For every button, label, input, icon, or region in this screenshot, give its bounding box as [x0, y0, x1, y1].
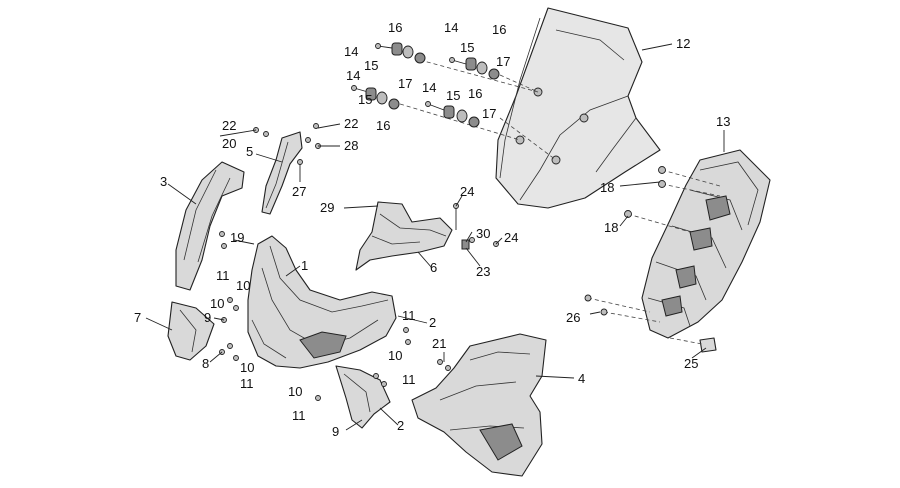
part-5-inner-bracket — [261, 131, 303, 215]
callout-14: 14 — [346, 68, 360, 83]
part-7-lower-spoiler — [167, 301, 215, 361]
part-13-assembly-lines — [587, 169, 721, 323]
part-4-right-side-panel — [411, 333, 547, 477]
callout-2: 2 — [429, 315, 436, 330]
callout-13: 13 — [716, 114, 730, 129]
callout-20: 20 — [222, 136, 236, 151]
callout-16: 16 — [388, 20, 402, 35]
callout-10: 10 — [288, 384, 302, 399]
callout-30: 30 — [476, 226, 490, 241]
callout-22: 22 — [344, 116, 358, 131]
windscreen-hole-icon — [579, 113, 589, 123]
callout-29: 29 — [320, 200, 334, 215]
callout-4: 4 — [578, 371, 585, 386]
callout-5: 5 — [246, 144, 253, 159]
callout-9: 9 — [332, 424, 339, 439]
callout-14: 14 — [422, 80, 436, 95]
callout-12: 12 — [676, 36, 690, 51]
callout-18: 18 — [600, 180, 614, 195]
callout-10: 10 — [236, 278, 250, 293]
hardware-26-screws — [584, 294, 608, 316]
callout-11: 11 — [402, 372, 416, 387]
windscreen-screw-set-lower-left — [351, 85, 400, 110]
callout-26: 26 — [566, 310, 580, 325]
part-13-support-bracket — [641, 149, 771, 339]
callout-14: 14 — [444, 20, 458, 35]
windscreen-screw-set-upper-left — [375, 42, 426, 64]
callout-2: 2 — [397, 418, 404, 433]
callout-16: 16 — [468, 86, 482, 101]
windscreen-assembly-lines — [399, 59, 557, 161]
part-12-windscreen — [495, 7, 661, 209]
callout-15: 15 — [364, 58, 378, 73]
windscreen-hole-icon — [515, 135, 525, 145]
callout-17: 17 — [482, 106, 496, 121]
callout-24: 24 — [504, 230, 518, 245]
callout-15: 15 — [446, 88, 460, 103]
callout-17: 17 — [496, 54, 510, 69]
windscreen-screw-set-lower-right — [425, 101, 480, 128]
leader-lines — [145, 43, 725, 431]
hardware-25-clip — [669, 337, 717, 353]
callout-7: 7 — [134, 310, 141, 325]
hardware-18-nuts — [624, 166, 666, 218]
callout-11: 11 — [240, 376, 254, 391]
callout-17: 17 — [398, 76, 412, 91]
part-1-front-fairing — [247, 235, 397, 369]
windscreen-screw-set-upper-right — [449, 57, 500, 80]
callout-3: 3 — [160, 174, 167, 189]
part-2-lower-center-fairing — [335, 365, 391, 429]
callout-8: 8 — [202, 356, 209, 371]
callout-21: 21 — [432, 336, 446, 351]
callout-16: 16 — [376, 118, 390, 133]
callout-14: 14 — [344, 44, 358, 59]
callout-10: 10 — [240, 360, 254, 375]
callout-11: 11 — [402, 308, 416, 323]
callout-16: 16 — [492, 22, 506, 37]
windscreen-hole-icon — [551, 155, 561, 165]
callout-11: 11 — [216, 268, 230, 283]
small-fastener-hardware — [219, 231, 451, 401]
callout-24: 24 — [460, 184, 474, 199]
callout-28: 28 — [344, 138, 358, 153]
callout-11: 11 — [292, 408, 306, 423]
callout-10: 10 — [210, 296, 224, 311]
callout-27: 27 — [292, 184, 306, 199]
part-3-left-side-panel — [175, 161, 245, 291]
callout-19: 19 — [230, 230, 244, 245]
callout-10: 10 — [388, 348, 402, 363]
callout-1: 1 — [301, 258, 308, 273]
part-6-upper-inner-panel — [355, 201, 453, 271]
callout-6: 6 — [430, 260, 437, 275]
callout-18: 18 — [604, 220, 618, 235]
callout-9: 9 — [204, 310, 211, 325]
callout-15: 15 — [460, 40, 474, 55]
callout-25: 25 — [684, 356, 698, 371]
callout-23: 23 — [476, 264, 490, 279]
callout-labels: 1 2 2 3 4 5 6 7 8 9 9 10 10 10 10 10 11 … — [134, 20, 730, 439]
callout-15: 15 — [358, 92, 372, 107]
callout-22: 22 — [222, 118, 236, 133]
